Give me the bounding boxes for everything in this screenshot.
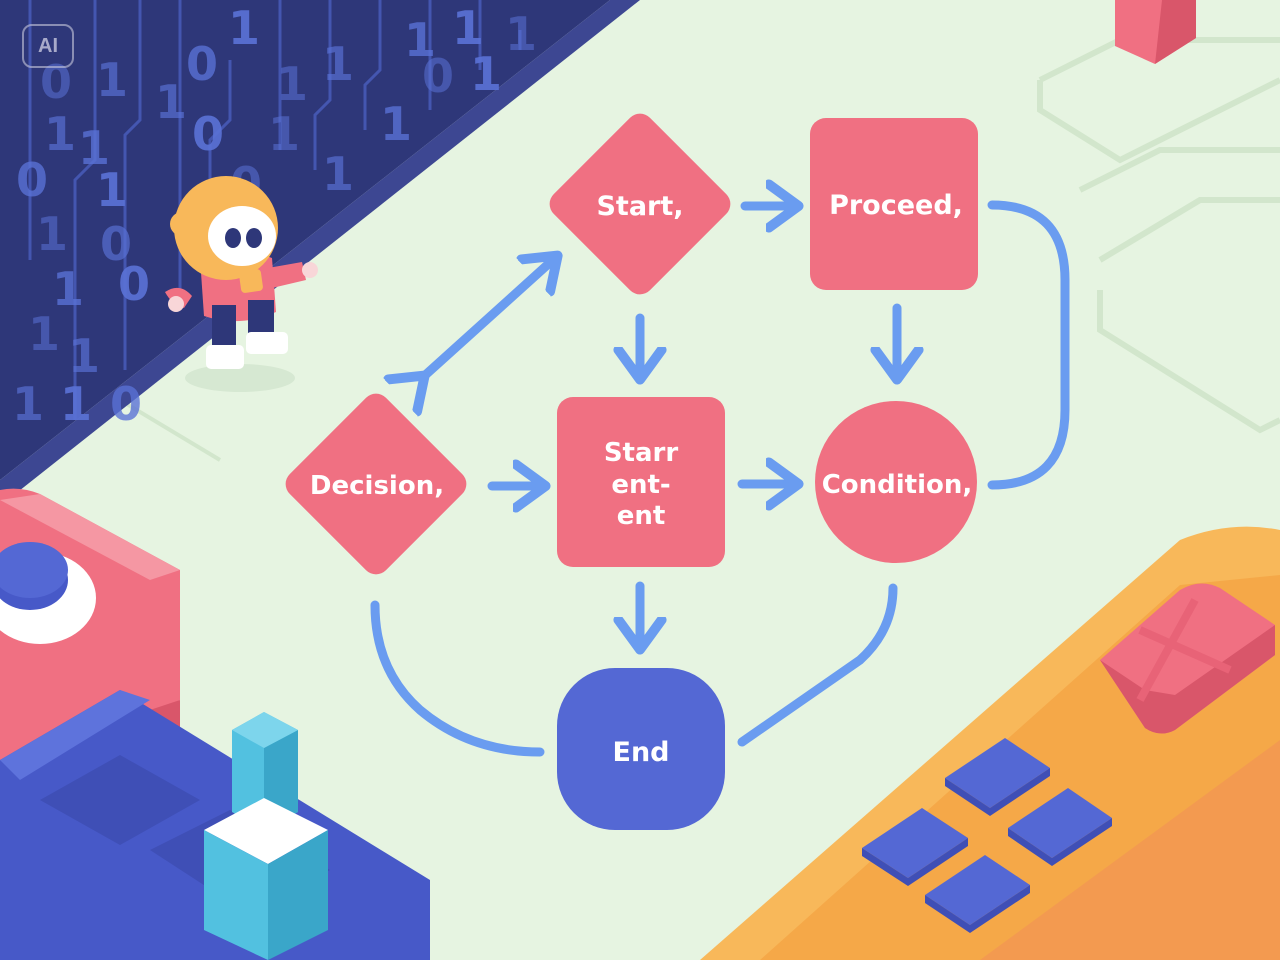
binary-digit: 1 xyxy=(12,377,44,431)
node-proceed: Proceed, xyxy=(810,118,978,290)
binary-digit: 0 xyxy=(100,217,132,271)
node-statement: Starr ent- ent xyxy=(557,397,725,567)
binary-digit: 1 xyxy=(505,7,537,61)
binary-digit: 1 xyxy=(322,37,354,91)
binary-panel: 010111111110110110101101011101 xyxy=(0,0,640,506)
connectors xyxy=(370,200,1070,757)
node-end: End xyxy=(557,668,725,830)
binary-digit: 0 xyxy=(110,377,142,431)
isometric-block xyxy=(204,712,328,960)
binary-digit: 1 xyxy=(96,163,128,217)
binary-digit: 1 xyxy=(452,1,484,55)
node-proceed-label: Proceed, xyxy=(829,190,963,221)
binary-digit: 1 xyxy=(404,13,436,67)
background-panels xyxy=(118,37,1280,462)
robot-character xyxy=(165,176,318,392)
binary-digit: 0 xyxy=(118,257,150,311)
node-decision-label: Decision, xyxy=(310,471,444,501)
binary-digit: 1 xyxy=(322,147,354,201)
curve-decision-to-end xyxy=(370,600,545,757)
binary-digit: 1 xyxy=(52,262,84,316)
binary-digit: 1 xyxy=(44,107,76,161)
isometric-keypad xyxy=(700,526,1280,960)
node-condition-label: Condition, xyxy=(822,470,973,500)
binary-digit: 1 xyxy=(36,207,68,261)
binary-digit: 1 xyxy=(78,121,110,175)
binary-digit: 0 xyxy=(16,153,48,207)
binary-digit: 0 xyxy=(186,37,218,91)
binary-digit: 1 xyxy=(268,107,300,161)
ai-badge: AI xyxy=(22,24,74,68)
node-statement-label-line-3: ent xyxy=(617,501,666,531)
node-statement-label-line-2: ent- xyxy=(611,470,670,500)
binary-digit: 1 xyxy=(228,1,260,55)
curve-condition-to-end xyxy=(737,583,898,747)
binary-digit: 0 xyxy=(422,49,454,103)
arrow-decision-start-bidirectional xyxy=(422,258,555,378)
node-start-label: Start, xyxy=(596,191,683,222)
binary-digit: 1 xyxy=(68,329,100,383)
node-end-label: End xyxy=(613,737,670,768)
node-statement-label-line-1: Starr xyxy=(604,438,679,468)
node-decision: Decision, xyxy=(285,393,467,575)
binary-digit: 1 xyxy=(276,57,308,111)
binary-digit: 1 xyxy=(60,377,92,431)
binary-digit: 0 xyxy=(192,107,224,161)
binary-digit: 1 xyxy=(28,307,60,361)
loop-proceed-to-condition xyxy=(987,200,1070,490)
binary-digit: 1 xyxy=(470,47,502,101)
binary-digit: 1 xyxy=(380,97,412,151)
binary-digit: 1 xyxy=(155,75,187,129)
binary-digit: 1 xyxy=(96,53,128,107)
pink-block xyxy=(1115,0,1196,64)
node-start: Start, xyxy=(549,113,731,295)
node-condition: Condition, xyxy=(815,401,977,563)
